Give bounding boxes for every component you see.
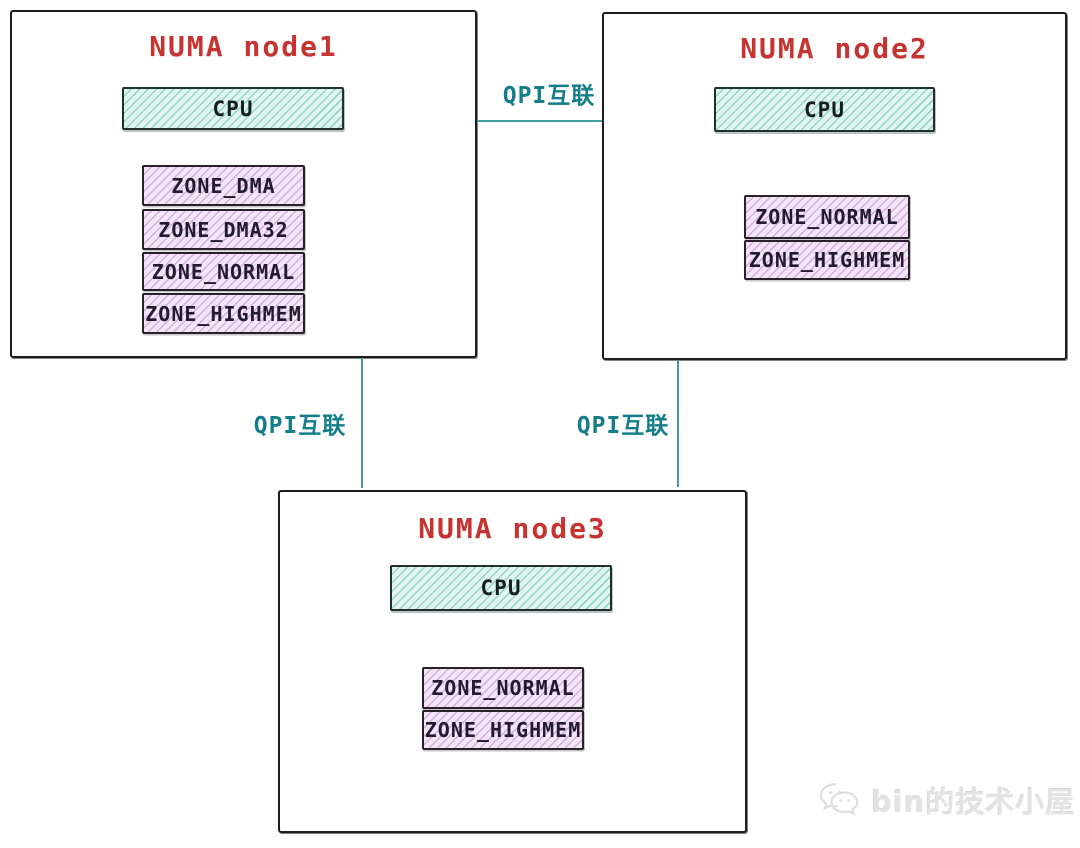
watermark-text: bin的技术小屋: [871, 785, 1076, 819]
zone-box-highmem: ZONE_HIGHMEM: [142, 293, 305, 334]
cpu-label: CPU: [804, 97, 845, 122]
zone-box-normal: ZONE_NORMAL: [744, 195, 910, 239]
qpi-link-node2-node3: [677, 361, 679, 487]
zone-label: ZONE_DMA32: [158, 217, 289, 242]
zone-label: ZONE_NORMAL: [755, 205, 899, 229]
numa-node1-title: NUMA node1: [149, 30, 338, 63]
qpi-link-node1-node3: [361, 358, 363, 488]
zone-label: ZONE_NORMAL: [151, 259, 296, 284]
zone-label: ZONE_NORMAL: [431, 676, 575, 700]
numa-node3-cpu-box: CPU: [390, 565, 612, 611]
cpu-label: CPU: [212, 96, 254, 121]
numa-node1-box: NUMA node1 CPU ZONE_DMA ZONE_DMA32 ZONE_…: [10, 10, 477, 358]
numa-node1-cpu-box: CPU: [122, 87, 344, 130]
zone-label: ZONE_HIGHMEM: [145, 301, 302, 326]
zone-box-highmem: ZONE_HIGHMEM: [744, 240, 910, 280]
qpi-link-label-right: QPI互联: [576, 413, 670, 439]
numa-node2-title: NUMA node2: [740, 32, 929, 65]
zone-label: ZONE_HIGHMEM: [424, 718, 582, 742]
numa-node3-box: NUMA node3 CPU ZONE_NORMAL ZONE_HIGHMEM: [278, 490, 747, 833]
numa-node2-cpu-box: CPU: [714, 87, 935, 132]
watermark: bin的技术小屋: [818, 779, 1075, 821]
cpu-label: CPU: [480, 576, 522, 600]
zone-box-highmem: ZONE_HIGHMEM: [422, 710, 584, 750]
wechat-chat-bubbles-icon: [819, 782, 859, 816]
zone-box-normal: ZONE_NORMAL: [142, 252, 305, 291]
zone-box-dma: ZONE_DMA: [142, 165, 305, 206]
qpi-link-label-top: QPI互联: [502, 83, 596, 109]
numa-node3-title: NUMA node3: [418, 512, 607, 545]
zone-label: ZONE_HIGHMEM: [748, 248, 906, 272]
zone-box-dma32: ZONE_DMA32: [142, 209, 305, 250]
zone-box-normal: ZONE_NORMAL: [422, 667, 584, 709]
qpi-link-node1-node2: [477, 120, 602, 122]
numa-node2-box: NUMA node2 CPU ZONE_NORMAL ZONE_HIGHMEM: [602, 12, 1067, 360]
qpi-link-label-left: QPI互联: [253, 413, 347, 439]
zone-label: ZONE_DMA: [171, 173, 276, 198]
